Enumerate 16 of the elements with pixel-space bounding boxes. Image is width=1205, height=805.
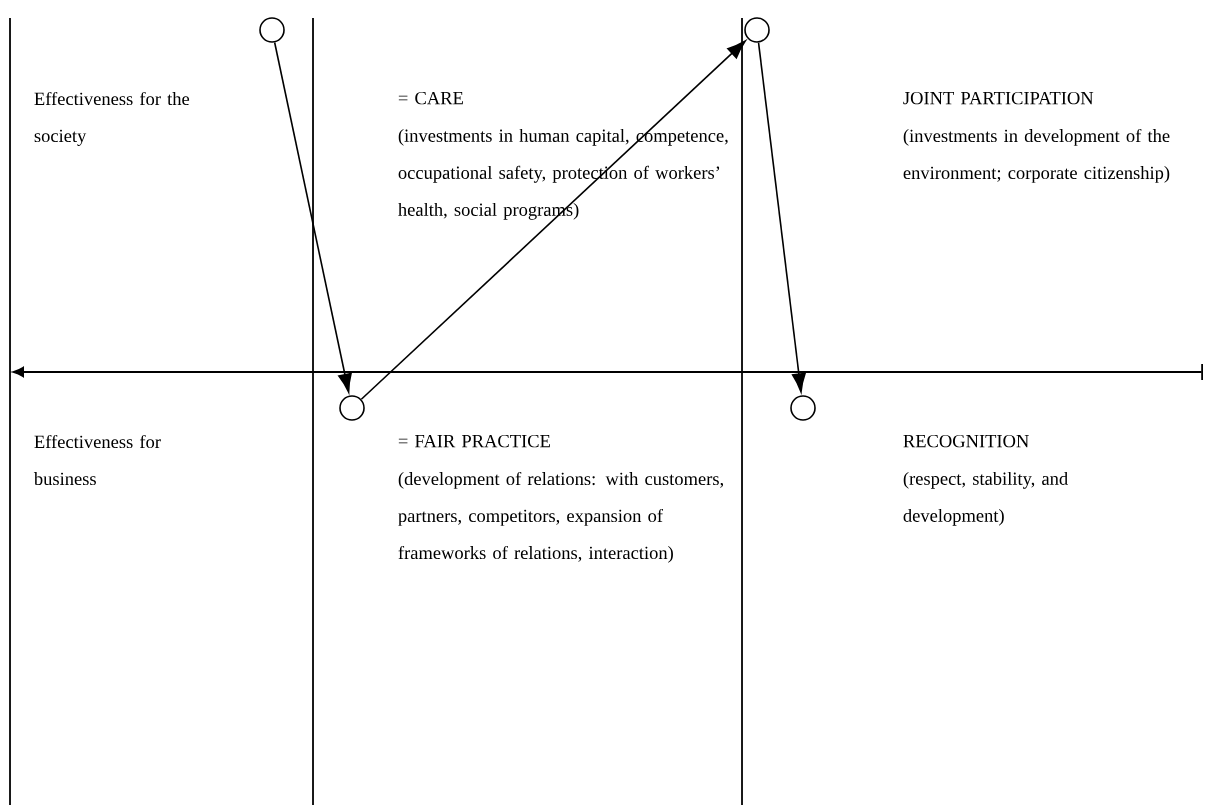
- circle: [744, 17, 770, 43]
- quadrant-text: JOINT PARTICIPATION: [903, 91, 1094, 105]
- arrow: [360, 40, 746, 401]
- quadrant-text: (development of relations: with customers, partners, competitors, expansion of frameworks of relations, interaction): [398, 471, 723, 563]
- quadrant-text: RECOGNITION: [903, 434, 1029, 448]
- circle: [259, 17, 285, 43]
- quadrant-text: = FAIR PRACTICE: [398, 434, 550, 448]
- arrow: [757, 41, 806, 393]
- quadrant-text: Effectiveness for business: [33, 434, 161, 486]
- quadrant-text: Effectiveness for the society: [34, 91, 190, 146]
- quadrant-text: (investments in development of the environment; corporate citizenship): [903, 128, 1170, 183]
- circle: [339, 395, 365, 421]
- quadrant-text: (respect, stability, and development): [903, 471, 1068, 526]
- circle: [790, 395, 816, 421]
- arrow: [273, 41, 352, 393]
- quadrant-text: = CARE: [398, 91, 463, 105]
